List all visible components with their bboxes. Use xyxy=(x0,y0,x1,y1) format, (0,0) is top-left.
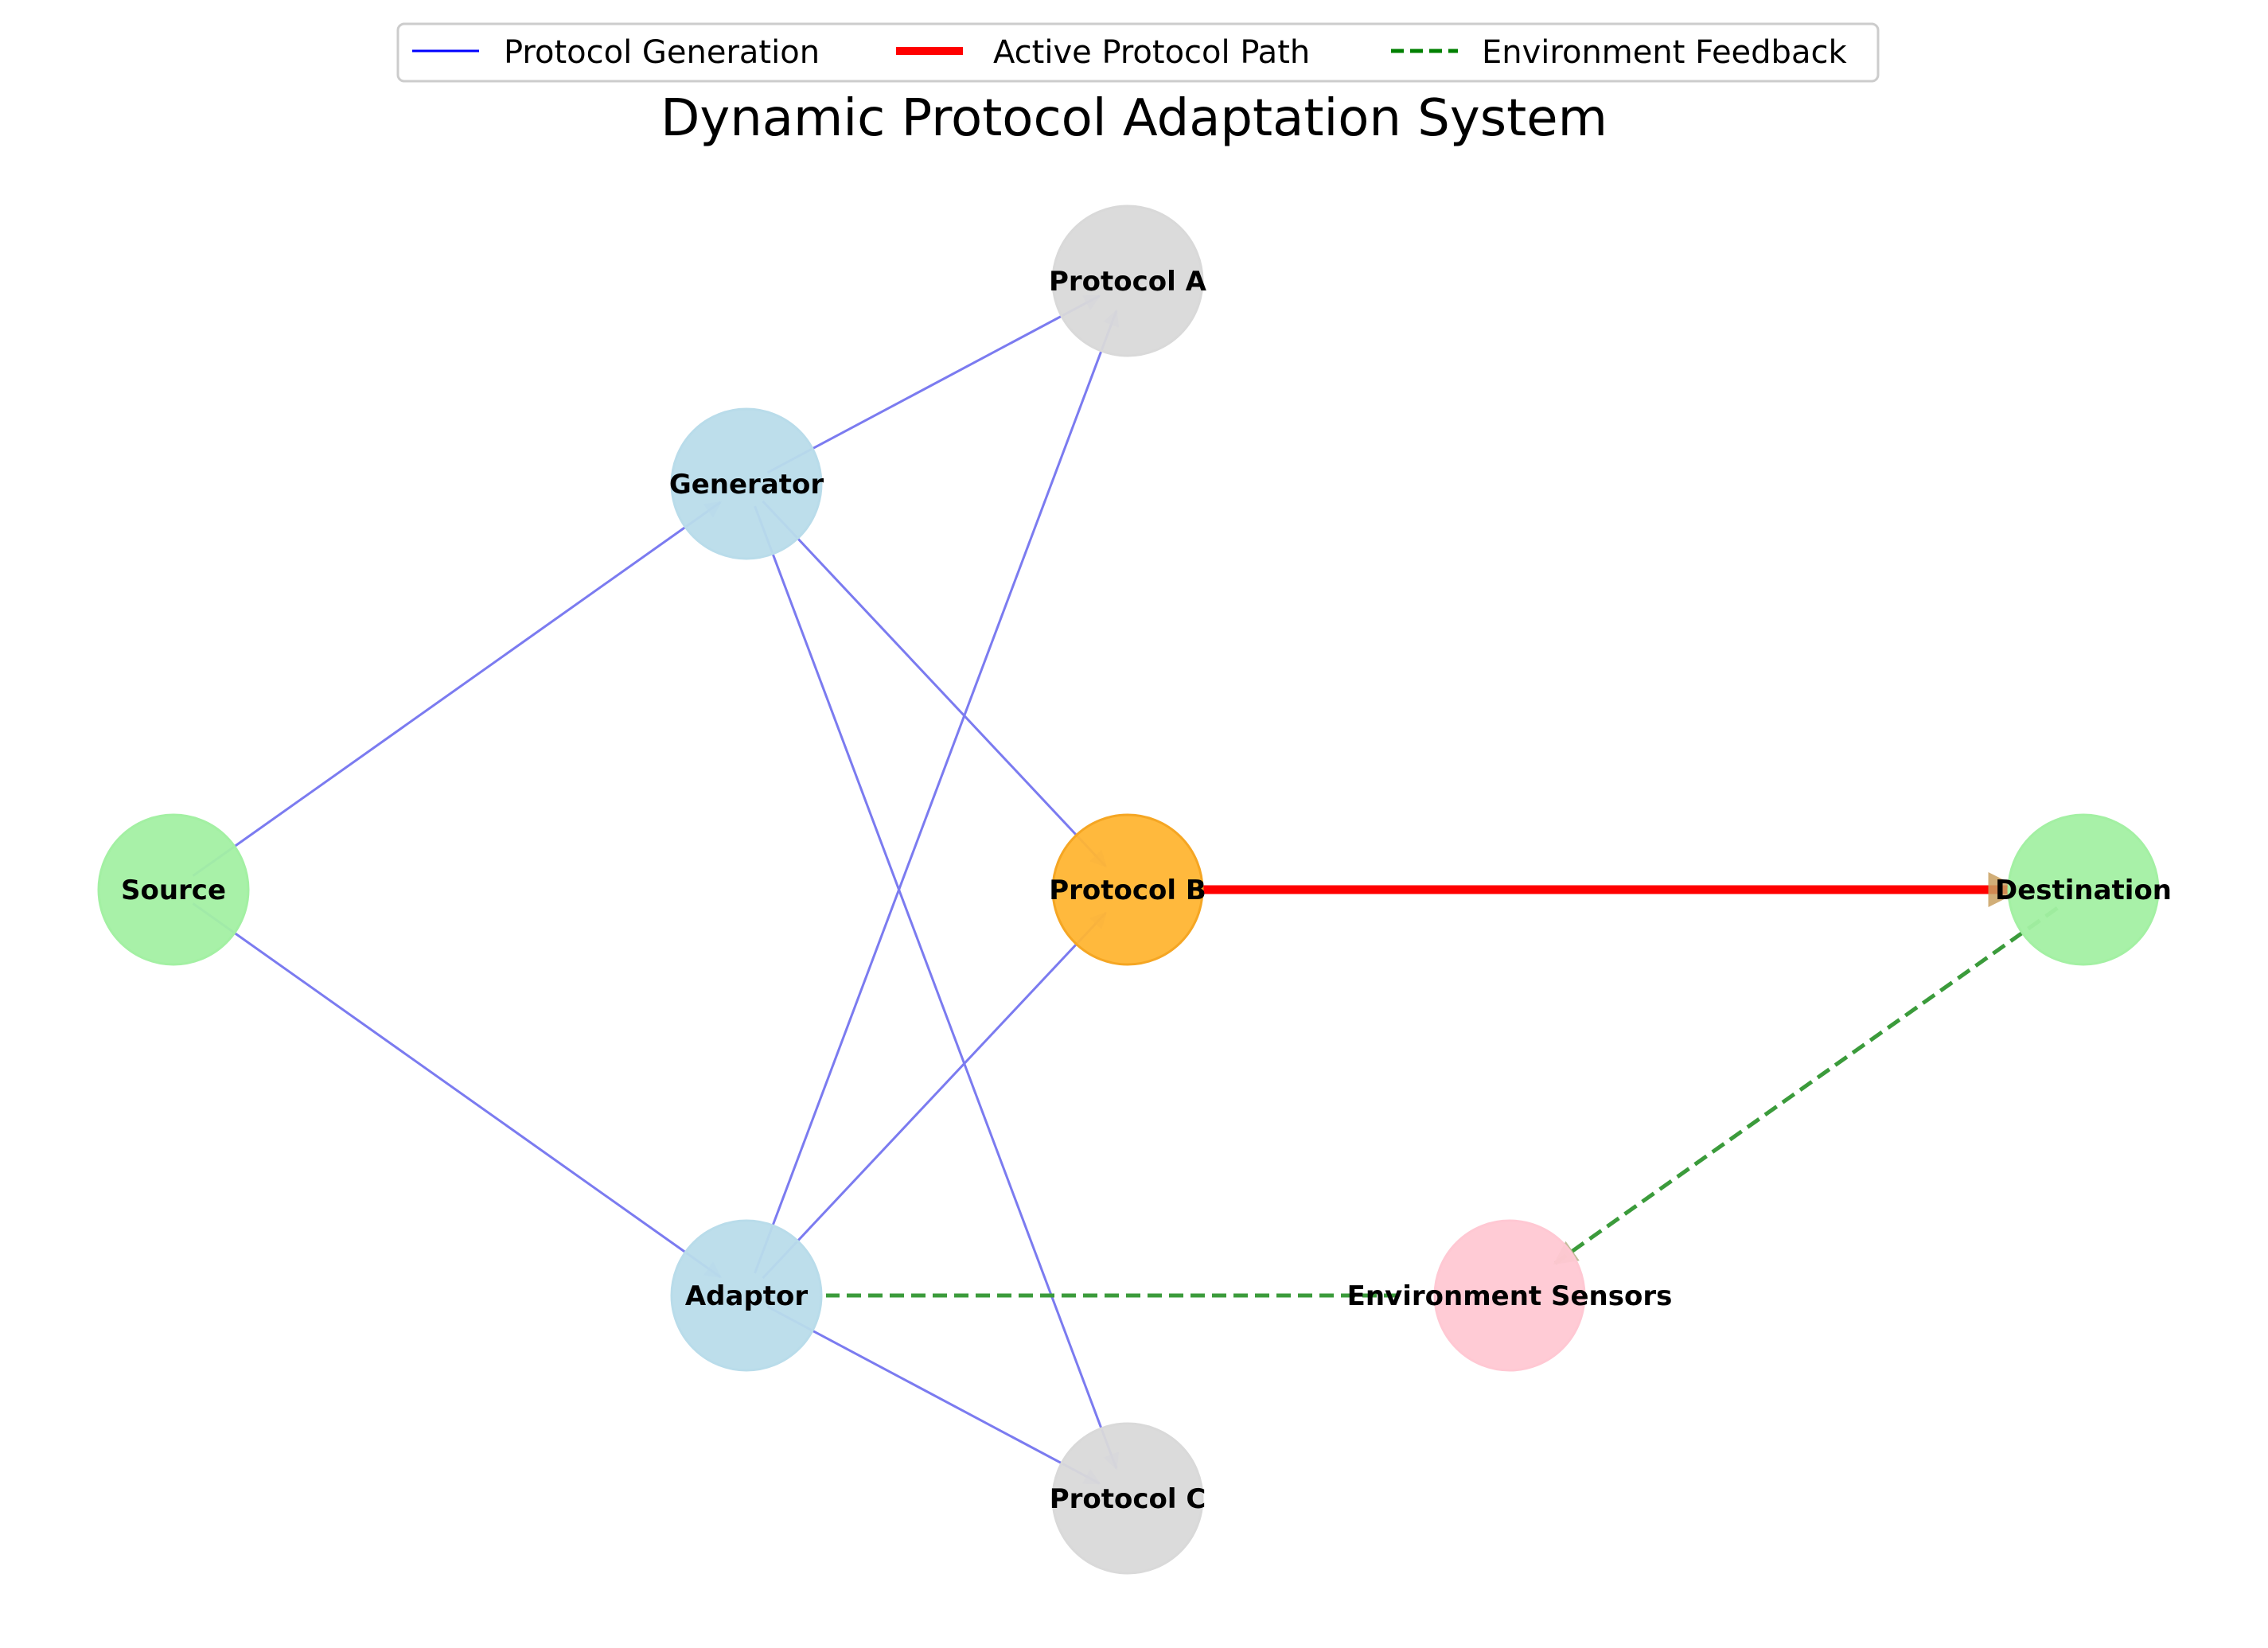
node-circle-protocol_b xyxy=(1051,813,1204,966)
node-protocol_c[interactable]: Protocol C xyxy=(1050,1422,1206,1575)
node-destination[interactable]: Destination xyxy=(1995,813,2172,966)
node-adaptor[interactable]: Adaptor xyxy=(670,1219,823,1372)
legend: Protocol Generation Active Protocol Path… xyxy=(396,22,1880,83)
node-generator[interactable]: Generator xyxy=(669,407,824,560)
node-protocol_a[interactable]: Protocol A xyxy=(1049,205,1207,357)
legend-active-label: Active Protocol Path xyxy=(993,34,1310,71)
edge-source-to-adaptor xyxy=(192,902,723,1279)
diagram-title: Dynamic Protocol Adaptation System xyxy=(661,89,1607,148)
node-source[interactable]: Source xyxy=(97,813,250,966)
legend-feedback-label: Environment Feedback xyxy=(1482,34,1847,71)
node-circle-sensors xyxy=(1433,1219,1586,1372)
node-label-protocol_c: Protocol C xyxy=(1050,1483,1206,1515)
node-protocol_b[interactable]: Protocol B xyxy=(1049,813,1206,966)
node-circle-protocol_c xyxy=(1051,1422,1204,1575)
edge-adaptor-to-protocol_b xyxy=(762,911,1108,1280)
edge-adaptor-to-protocol_a xyxy=(754,309,1120,1274)
node-label-protocol_a: Protocol A xyxy=(1049,266,1207,298)
node-label-adaptor: Adaptor xyxy=(685,1280,809,1312)
node-label-destination: Destination xyxy=(1995,875,2172,906)
edge-generator-to-protocol_a xyxy=(766,294,1101,474)
edge-adaptor-to-protocol_c xyxy=(766,1305,1101,1485)
node-circle-protocol_a xyxy=(1051,205,1204,357)
edge-generator-to-protocol_b xyxy=(762,500,1108,868)
edge-source-to-generator xyxy=(192,501,723,877)
node-circle-generator xyxy=(670,407,823,560)
legend-frame xyxy=(396,22,1880,83)
node-label-source: Source xyxy=(121,875,226,906)
edge-destination-to-sensors xyxy=(1553,906,2059,1265)
node-label-generator: Generator xyxy=(669,469,824,501)
node-label-protocol_b: Protocol B xyxy=(1049,875,1206,906)
node-circle-source xyxy=(97,813,250,966)
node-circle-adaptor xyxy=(670,1219,823,1372)
legend-generation-label: Protocol Generation xyxy=(504,34,820,71)
edges xyxy=(192,294,2059,1485)
edge-generator-to-protocol_c xyxy=(754,505,1120,1471)
node-label-sensors: Environment Sensors xyxy=(1347,1280,1673,1312)
node-sensors[interactable]: Environment Sensors xyxy=(1347,1219,1673,1372)
node-circle-destination xyxy=(2007,813,2160,966)
